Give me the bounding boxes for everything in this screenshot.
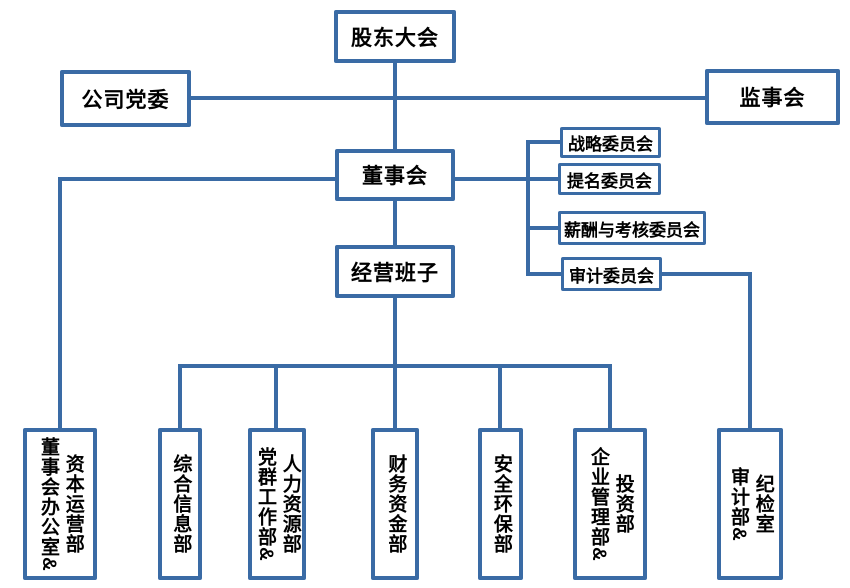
node-label: 提名委员会 (567, 171, 652, 191)
connector-line (178, 364, 612, 368)
node-label: 股东大会 (351, 26, 439, 50)
connector-line (178, 364, 182, 428)
node-compensation-assessment-committee: 薪酬与考核委员会 (558, 211, 706, 245)
node-label: 公司党委 (81, 88, 170, 112)
node-label: 薪酬与考核委员会 (564, 220, 700, 240)
node-label: 综合信息部 (170, 454, 192, 554)
connector-line (526, 140, 530, 276)
node-dept-board-office-capital-operations: 董事会办公室& 资本运营部 (23, 428, 97, 580)
connector-line (526, 140, 560, 144)
node-dept-party-mass-hr: 党群工作部& 人力资源部 (248, 428, 306, 580)
connector-line (191, 96, 705, 100)
node-label: 安全环保部 (490, 454, 512, 554)
connector-line (526, 272, 561, 276)
connector-line (498, 364, 502, 428)
node-supervisory-board: 监事会 (705, 69, 840, 125)
connector-line (608, 364, 612, 428)
node-strategy-committee: 战略委员会 (560, 127, 661, 158)
node-board-of-directors: 董事会 (335, 149, 455, 201)
node-label: 战略委员会 (568, 135, 653, 154)
node-dept-finance-treasury: 财务资金部 (371, 428, 419, 580)
node-management-team: 经营班子 (335, 245, 455, 298)
connector-line (393, 63, 397, 149)
node-shareholders-meeting: 股东大会 (334, 10, 456, 63)
connector-line (526, 226, 558, 230)
node-party-committee: 公司党委 (60, 70, 191, 127)
node-label: 审计委员会 (569, 266, 654, 286)
node-dept-general-information: 综合信息部 (158, 428, 202, 580)
node-label: 财务资金部 (385, 454, 407, 554)
node-label: 党群工作部& 人力资源部 (255, 446, 301, 562)
connector-line (526, 177, 558, 181)
connector-line (58, 177, 335, 181)
connector-line (662, 272, 752, 276)
connector-line (58, 177, 62, 428)
node-label: 监事会 (739, 87, 806, 110)
connector-line (393, 201, 397, 245)
connector-line (274, 364, 278, 428)
node-dept-audit-discipline: 审计部& 纪检室 (717, 428, 783, 580)
node-label: 董事会 (362, 165, 428, 188)
node-dept-safety-environment: 安全环保部 (478, 428, 523, 580)
connector-line (393, 298, 397, 428)
connector-line (455, 177, 530, 181)
node-label: 董事会办公室& 资本运营部 (38, 436, 84, 572)
connector-line (748, 272, 752, 428)
node-label: 经营班子 (351, 261, 439, 285)
node-label: 企业管理部& 投资部 (588, 446, 634, 562)
node-dept-enterprise-mgmt-investment: 企业管理部& 投资部 (573, 428, 647, 580)
node-nomination-committee: 提名委员会 (558, 163, 661, 195)
node-audit-committee: 审计委员会 (561, 257, 662, 291)
node-label: 审计部& 纪检室 (728, 466, 774, 542)
